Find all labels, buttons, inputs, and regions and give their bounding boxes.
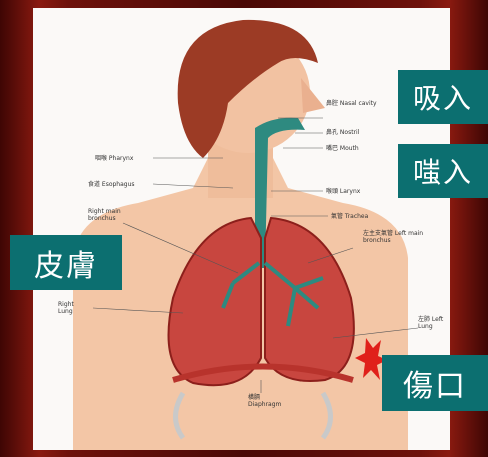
label-left-lung: 左肺 Left Lung: [418, 316, 446, 330]
label-nasal-cavity: 鼻腔 Nasal cavity: [326, 100, 377, 107]
label-diaphragm: 橫膈 Diaphragm: [248, 394, 288, 408]
label-mouth: 嘴巴 Mouth: [326, 145, 359, 152]
label-esophagus: 食道 Esophagus: [88, 181, 135, 188]
label-right-bronchus: Right main bronchus: [88, 208, 143, 222]
label-pharynx: 咽喉 Pharynx: [95, 155, 133, 162]
label-left-bronchus: 左主支氣管 Left main bronchus: [363, 230, 425, 244]
label-nose: 鼻孔 Nostril: [326, 129, 359, 136]
label-right-lung: Right Lung: [58, 301, 86, 315]
label-trachea: 氣管 Trachea: [331, 213, 368, 220]
route-skin-label: 皮膚: [10, 235, 122, 290]
label-larynx: 喉頭 Larynx: [326, 188, 360, 195]
route-snort-label: 嗤入: [398, 144, 488, 198]
route-wound-label: 傷口: [382, 355, 488, 411]
route-inhale-label: 吸入: [398, 70, 488, 124]
